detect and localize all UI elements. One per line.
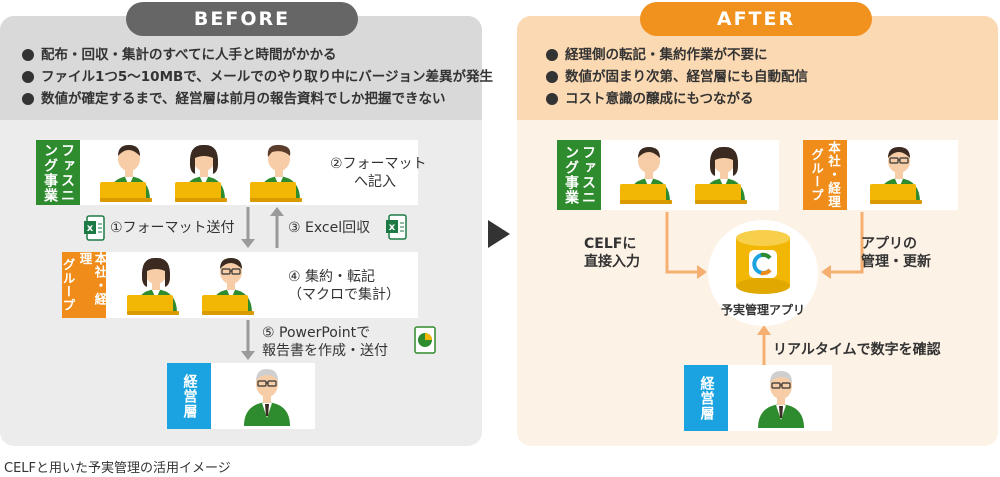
step5-label: ⑤ PowerPointで 報告書を作成・送付 (262, 325, 388, 359)
after-bullet: 数値が固まり次第、経営層にも自動配信 (546, 66, 808, 88)
app-management-label: アプリの 管理・更新 (861, 236, 931, 270)
before-mgmt-tag: 経営層 (167, 363, 211, 429)
person-icon (695, 144, 753, 208)
after-flow-arrows (665, 212, 864, 370)
transition-arrow-icon (488, 220, 510, 248)
arrow-icon (757, 325, 771, 370)
before-bullet: ファイル1つ5〜10MBで、メールでのやり取り中にバージョン差異が発生 (22, 66, 493, 88)
person-icon (250, 142, 308, 206)
after-bullet: コスト意識の醸成にもつながる (546, 88, 808, 110)
database-label: 予実管理アプリ (720, 303, 805, 317)
arrow-icon (241, 207, 255, 248)
before-fashion-card (36, 140, 418, 205)
realtime-label: リアルタイムで数字を確認 (773, 342, 941, 358)
arrow-icon (241, 320, 255, 360)
step3-label: ③ Excel回収 (288, 220, 371, 236)
svg-text:x: x (87, 223, 94, 234)
person-icon (175, 142, 233, 206)
before-hq-tag: 本社・経理 グループ (61, 252, 108, 318)
caption: CELFと用いた予実管理の活用イメージ (4, 461, 231, 476)
person-icon (100, 142, 158, 206)
bullet-dot (546, 49, 558, 61)
person-icon (752, 368, 810, 432)
svg-text:x: x (389, 222, 396, 233)
bullet-dot (546, 93, 558, 105)
excel-icon: x (386, 214, 407, 240)
database-icon (736, 230, 790, 294)
before-bullet: 数値が確定するまで、経営層は前月の報告資料でしか把握できない (22, 88, 493, 110)
after-title: AFTER (640, 2, 872, 36)
person-icon (238, 366, 296, 430)
after-mgmt-tag: 経営層 (684, 365, 728, 431)
step1-label: ①フォーマット送付 (110, 220, 235, 236)
before-fashion-tag: ファスニ ング事業 (36, 140, 80, 205)
arrow-icon (270, 207, 284, 248)
arrow-icon (665, 212, 707, 279)
celf-input-label: CELFに 直接入力 (584, 236, 640, 270)
before-bullet-list: 配布・回収・集計のすべてに人手と時間がかかる ファイル1つ5〜10MBで、メール… (22, 44, 493, 110)
step4-label: ④ 集約・転記 （マクロで集計） (288, 269, 400, 303)
before-title: BEFORE (126, 2, 358, 36)
excel-icon: x (84, 215, 105, 241)
bullet-dot (22, 93, 34, 105)
person-icon (620, 144, 678, 208)
after-hq-tag: 本社・経理 グループ (803, 140, 847, 210)
celf-logo-icon (749, 250, 777, 278)
after-fashion-tag: ファスニ ング事業 (557, 140, 601, 210)
bullet-dot (22, 49, 34, 61)
person-icon (870, 144, 928, 208)
arrow-icon (821, 212, 864, 279)
before-bullet: 配布・回収・集計のすべてに人手と時間がかかる (22, 44, 493, 66)
before-flow-arrows (241, 207, 284, 248)
person-icon (202, 255, 260, 319)
person-icon (127, 255, 185, 319)
step2-label: ②フォーマット へ記入 (330, 156, 427, 190)
powerpoint-icon (414, 326, 436, 354)
bullet-dot (22, 71, 34, 83)
after-bullet-list: 経理側の転記・集約作業が不要に 数値が固まり次第、経営層にも自動配信 コスト意識… (546, 44, 808, 110)
after-bullet: 経理側の転記・集約作業が不要に (546, 44, 808, 66)
bullet-dot (546, 71, 558, 83)
